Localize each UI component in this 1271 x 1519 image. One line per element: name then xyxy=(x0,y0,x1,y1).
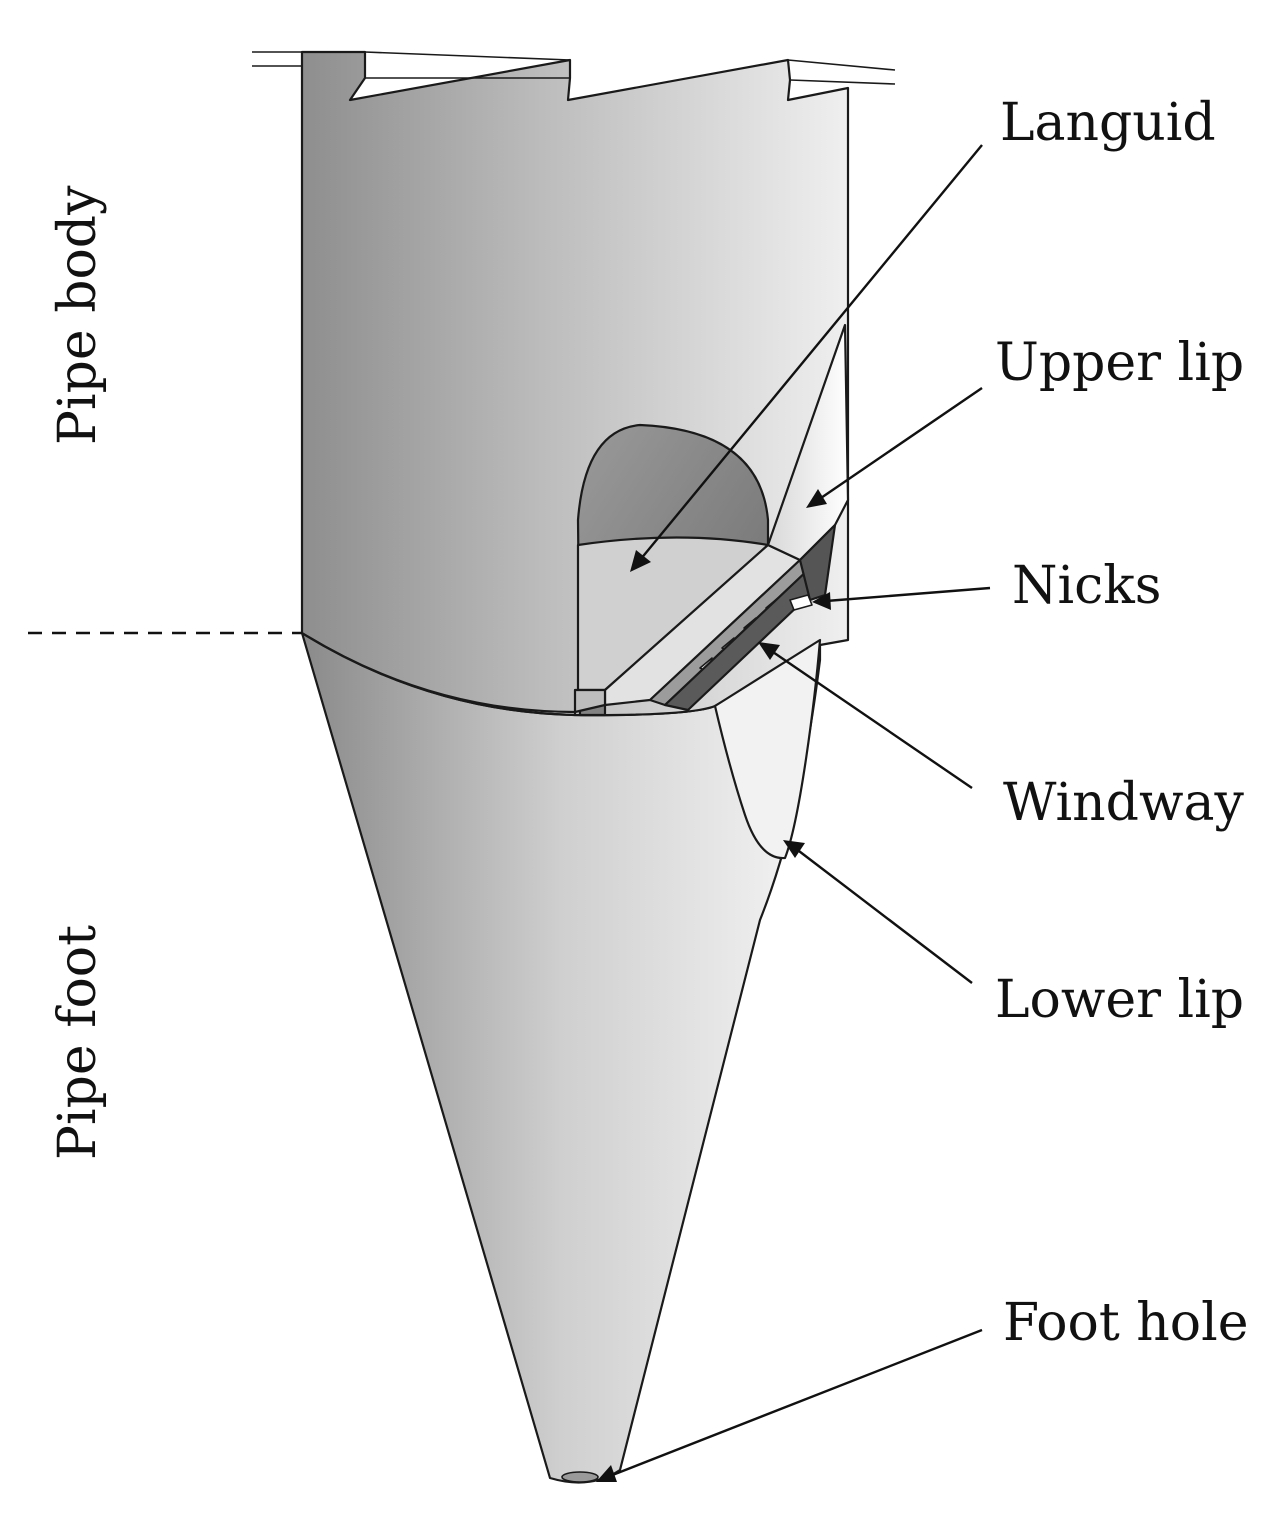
nicks-label: Nicks xyxy=(1012,556,1161,616)
upper-lip-label: Upper lip xyxy=(995,333,1244,393)
pipe-body-shape xyxy=(252,50,896,717)
foot-hole-label: Foot hole xyxy=(1003,1293,1248,1353)
lower-lip-label: Lower lip xyxy=(995,970,1244,1030)
pipe-foot-label: Pipe foot xyxy=(48,925,108,1160)
pipe-body-label: Pipe body xyxy=(48,185,108,445)
languid-label: Languid xyxy=(1000,93,1216,153)
callout-leaders xyxy=(596,144,991,1482)
windway-label: Windway xyxy=(1003,773,1244,833)
foot-hole-shape xyxy=(561,1471,599,1483)
mouth-cutout xyxy=(573,323,850,860)
